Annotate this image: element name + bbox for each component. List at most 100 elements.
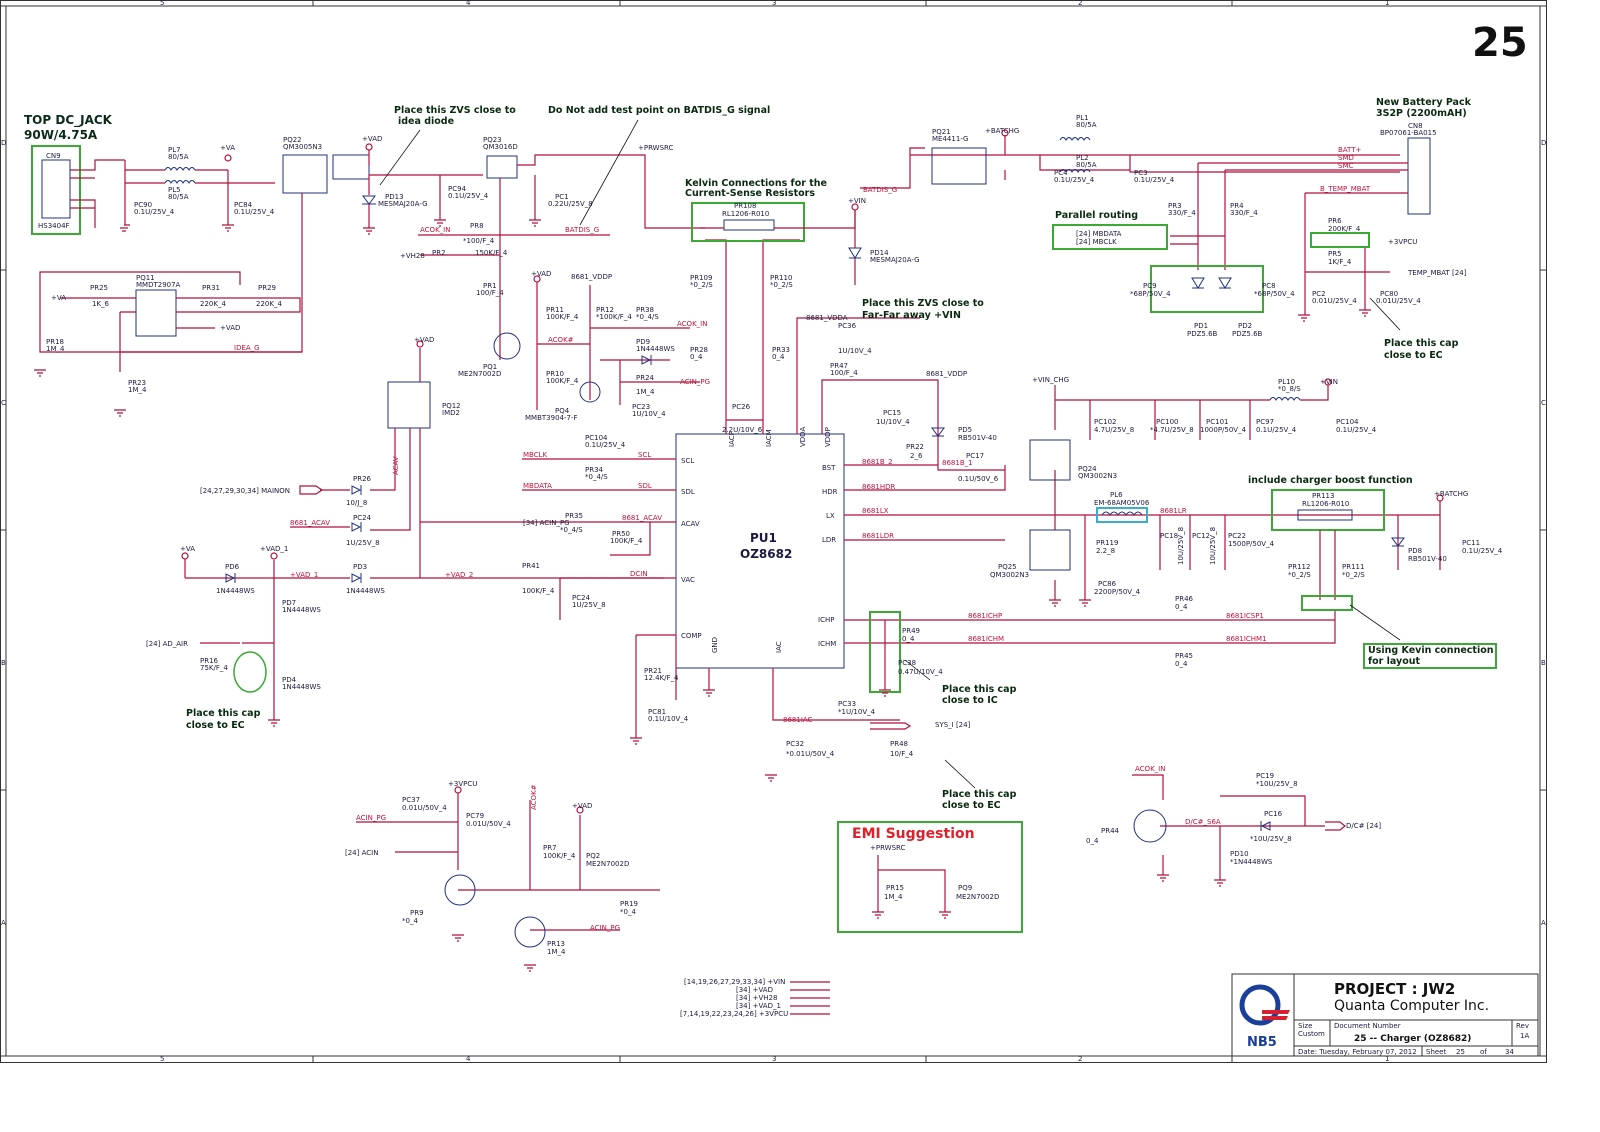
pr111-ref: PR111 [1342,563,1364,571]
pr25-val: 1K_6 [92,300,110,308]
cn9-value: HS3404F [38,222,70,230]
dc-offpage: D/C# [24] [1346,822,1381,830]
pr25-ref: PR25 [90,284,108,292]
pr9-ref: PC37 [402,796,420,804]
mbdata-net: MBDATA [523,482,552,490]
pq25-val: QM3002N3 [990,571,1029,579]
acav-net-2: 8681_ACAV [622,514,662,522]
pr24-ref: PR24 [636,374,655,382]
pin-acav: ACAV [681,520,700,528]
pq21-val: ME4411-G [932,135,968,143]
date: Date: Tuesday, February 07, 2012 [1298,1048,1417,1056]
pq12-ref: PQ12 [442,402,461,410]
prwsrc-net: +PRWSRC [638,144,674,152]
pd13-val: MESMAJ20A-G [378,200,428,208]
pq2-mosfet [444,874,476,906]
title-block: NB5 PROJECT : JW2 Quanta Computer Inc. S… [1231,973,1539,1057]
pd9-ref: PD9 [636,338,650,346]
project-name: PROJECT : JW2 [1334,980,1455,998]
pd6-ref: PC24 [353,514,372,522]
dc-jack-box [31,145,81,235]
pr5-val: 1K/F_4 [1328,258,1352,266]
pin-ichp: ICHP [818,616,834,624]
current-sense: Kelvin Connections for the Current-Sense… [685,178,999,483]
pr47-val: 100/F_4 [830,369,858,377]
pc32-ref: PC38 [898,659,916,667]
pc11-val: 0.1U/25V_4 [1462,547,1503,555]
pq12-section: PQ12 IMD2 +VAD PR26 10/J_8 PC24 1U/25V_8… [185,336,664,595]
pc94-val: 0.1U/25V_4 [448,192,489,200]
pr8-ref: PR8 [470,222,484,230]
rev-label: Rev [1516,1022,1529,1030]
pl5-ref: PL5 [168,186,181,194]
pq21-mosfet [931,147,987,185]
pr23-ref: PR23 [128,379,146,387]
pc37-ref: PC32 [786,740,804,748]
va-net-3: +VA [180,545,195,553]
pr10-ref: PR10 [546,370,564,378]
pc94-ref: PC94 [448,185,467,193]
row-label: C [1541,399,1546,407]
pr11-val: 100K/F_4 [546,313,579,321]
pc22-ref: PC22 [1228,532,1246,540]
acok-vert: ACOK# [530,784,538,810]
batchg-net: +BATCHG [985,127,1019,135]
pr12-ref: PR12 [596,306,614,314]
pd8-ref: PD8 [1408,547,1422,555]
cn8-val: BP07061-BA015 [1380,129,1437,137]
pc23-ref: PC23 [632,403,650,411]
pd14-zener [848,247,862,259]
pc37-val: *0.01U/50V_4 [786,750,835,758]
svg-text:0.1U/25V_4: 0.1U/25V_4 [1336,426,1377,434]
ldr-net: 8681LDR [862,532,894,540]
pq11-transistor [135,289,177,337]
pin-comp: COMP [681,632,702,640]
smbus-resistors: PC104 0.1U/25V_4 PR34 *0_4/S PR35 *0_4/S… [522,434,689,738]
acin-offpage: [24] ACIN [345,849,378,857]
pq16-ref: PR44 [1101,827,1120,835]
zvs-idea-2: idea diode [398,116,454,127]
pr2-ref: PR2 [432,249,446,257]
pq9-val: 1M_4 [547,948,566,956]
pq22-mosfet [282,154,328,194]
pc101-ref: PC101 [1206,418,1228,426]
pr18-val: 1M_4 [46,345,65,353]
pc38-val: 0.1U/10V_4 [648,715,689,723]
pr31-val: 220K_4 [200,300,226,308]
pl6-val: EM-68AM05V06 [1094,499,1150,507]
pr6-box [1310,232,1370,248]
vpcu-net: +3VPCU [448,780,477,788]
pc33-ref: PR49 [902,627,920,635]
pr15-val: *0_4 [620,908,636,916]
vad1-divider: +VA +VAD_1 PD6 1N4448WS PD7 1N4448WS PD4… [146,545,321,731]
vad-net-4: +VAD [531,270,551,278]
vh28-net: +VH28 [400,252,425,260]
va-net: +VA [220,144,235,152]
battery-note-2: 3S2P (2200mAH) [1376,108,1467,119]
dc-section: ACOK_IN PR44 0_4 D/C#_S6A PC19 *10U/25V_… [1086,765,1381,880]
pwr-vad: [34] +VAD [736,986,773,994]
cn8-connector [1407,137,1431,215]
pr49-ref: PR21 [644,667,662,675]
pd1-pd2-zeners [1191,277,1232,289]
emi-section: EMI Suggestion +PRWSRC PR15 1M_4 PQ9 ME2… [837,821,1023,933]
vin-chg-net: +VIN_CHG [1032,376,1069,384]
svg-text:1U/25V_8: 1U/25V_8 [572,601,606,609]
pr108-resistor [723,219,775,231]
cap-ec-note-2: Place this cap [1384,338,1459,349]
vad-net-2: +VAD [220,324,240,332]
pq16-val: 0_4 [1086,837,1099,845]
kelvin-note-1: Kelvin Connections for the [685,178,827,189]
pc8-val: *68P/50V_4 [1254,290,1295,298]
pr111-val: *0_2/S [1342,571,1365,579]
vad1-label: +VAD_1 [260,545,288,553]
acin-logic: +3VPCU ACIN_PG PC37 0.01U/50V_4 PC79 0.0… [345,780,660,956]
pu1-name: OZ8682 [740,547,792,561]
kevin-note-1: Using Kevin connection [1368,645,1494,656]
pr113-ref: PR113 [1312,492,1334,500]
pr22-ref: PR22 [906,443,924,451]
pr108-ref: PR108 [734,202,756,210]
pl7-pl5-inductors [164,167,196,184]
iac-net: 8681IAC [783,716,813,724]
pwr-vh28: [34] +VH28 [736,994,777,1002]
